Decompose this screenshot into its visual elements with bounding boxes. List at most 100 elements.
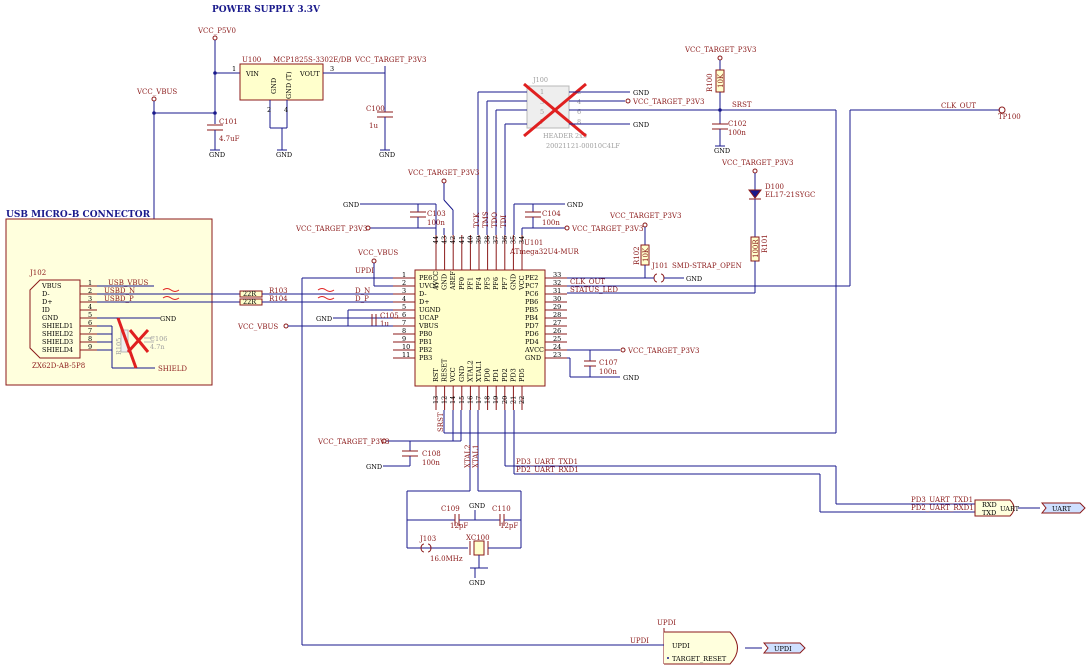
vcc-p5v0-port (212, 35, 218, 41)
r101-value: 100R (752, 239, 760, 258)
updi-port[interactable] (762, 642, 806, 654)
gnd-j100-2: GND (633, 121, 649, 129)
c107-ref: C107 (599, 359, 618, 367)
u101-pin-name: VCC (518, 275, 526, 291)
u101-pin-number: 28 (553, 311, 561, 319)
u101-pin-number: 12 (441, 396, 449, 404)
svg-text:TDI: TDI (500, 215, 508, 228)
r105-ref: R105 (115, 338, 123, 355)
xtal1-label: XTAL1 (472, 445, 480, 468)
svg-text:6: 6 (577, 108, 581, 116)
r104-ref: R104 (269, 295, 288, 303)
vcc-target-c103: VCC_TARGET_P3V3 (295, 225, 367, 233)
svg-text:TMS: TMS (482, 211, 490, 228)
gnd-c104: GND (567, 201, 583, 209)
j102-value: ZX62D-AB-5P8 (32, 362, 85, 370)
u100-regulator (239, 63, 324, 101)
pd3-uart-txd1-label: PD3_UART_TXD1 (516, 458, 578, 466)
uart-harness (974, 499, 1015, 517)
usb-vbus-label: USB_VBUS (108, 279, 148, 287)
d100-value: EL17-21SYGC (765, 191, 815, 199)
u101-pin-number: 20 (501, 396, 509, 404)
j102-pin-name: SHIELD1 (42, 322, 73, 330)
u101-pin-name: PC7 (525, 282, 538, 290)
u101-pin-number: 13 (432, 396, 440, 404)
u101-pin-name: PE6 (419, 274, 432, 282)
u101-pin-number: 42 (449, 236, 457, 244)
r103-ref: R103 (269, 287, 288, 295)
j102-pin-name: D+ (42, 298, 53, 306)
vcc-target-r100: VCC_TARGET_P3V3 (684, 46, 756, 54)
c108-ref: C108 (422, 450, 441, 458)
tp100-testpoint (998, 106, 1006, 114)
j102-pin-name: GND (42, 314, 58, 322)
pd2-uart-rxd1-label: PD2_UART_RXD1 (516, 466, 579, 474)
svg-text:5: 5 (540, 108, 544, 116)
svg-text:3: 3 (330, 65, 334, 73)
u100-value: MCP1825S-3302E/DB (273, 56, 352, 64)
xc100-crystal (473, 540, 485, 556)
svg-text:UPDI: UPDI (774, 645, 792, 653)
r101-ref: R101 (761, 234, 769, 253)
u101-pin-number: 27 (553, 319, 561, 327)
srst-bar-label: SRST (437, 412, 445, 432)
gnd-ugnd: GND (316, 315, 332, 323)
u101-pin-name: PE2 (525, 274, 538, 282)
u101-pin-number: 34 (518, 236, 526, 244)
u101-pin-name: PD6 (525, 330, 539, 338)
u101-microcontroller (414, 269, 546, 387)
u101-pin-name: RST (432, 368, 440, 382)
vcc-vbus-label-mcu: VCC_VBUS (357, 249, 398, 257)
u101-pin-name: PB1 (419, 338, 432, 346)
xc100-value: 16.0MHz (430, 555, 463, 563)
svg-text:1: 1 (232, 65, 236, 73)
svg-text:2: 2 (267, 106, 271, 114)
u101-pin-name: XTAL2 (466, 360, 474, 382)
u101-pin-number: 4 (402, 295, 406, 303)
svg-text:22R: 22R (243, 298, 257, 306)
u101-pin-name: PB5 (525, 306, 538, 314)
j102-pin-name: VBUS (41, 282, 61, 290)
u101-pin-name: GND (441, 274, 449, 290)
u101-pin-name: PC6 (525, 290, 538, 298)
u101-pin-number: 1 (402, 271, 406, 279)
u101-right-pins: 33PE232PC731PC630PB629PB528PB427PD726PD6… (524, 271, 567, 362)
u101-ref: U101 (524, 239, 543, 247)
c107-value: 100n (599, 368, 617, 376)
c104-ref: C104 (542, 210, 561, 218)
u101-pin-number: 41 (458, 236, 466, 244)
r100-ref: R100 (706, 73, 714, 92)
j102-pin-number: 5 (88, 311, 92, 319)
d100-ref: D100 (765, 183, 784, 191)
gnd-u100: GND (276, 151, 292, 159)
u101-pin-name: AREF (449, 271, 457, 291)
svg-text:VOUT: VOUT (299, 70, 320, 78)
uart-port[interactable] (1040, 502, 1086, 514)
u101-pin-number: 38 (484, 236, 492, 244)
j102-pin-number: 7 (88, 327, 92, 335)
u101-pin-name: PB3 (419, 354, 432, 362)
c101-value: 4.7uF (219, 135, 240, 143)
svg-text:1: 1 (540, 88, 544, 96)
clk-out-mcu-label: CLK_OUT (570, 278, 605, 286)
u101-pin-number: 29 (553, 303, 561, 311)
u101-pin-number: 5 (402, 303, 406, 311)
vcc-vbus-label-top: VCC_VBUS (136, 88, 177, 96)
u101-pin-number: 10 (402, 343, 410, 351)
xc100-ref: XC100 (466, 534, 490, 542)
u101-pin-name: PF4 (475, 277, 483, 290)
u101-pin-number: 44 (432, 236, 440, 244)
c101-ref: C101 (219, 118, 238, 126)
u101-pin-number: 8 (402, 327, 406, 335)
pd2-uart-rxd1-end: PD2_UART_RXD1 (911, 504, 974, 512)
j102-pin-name: SHIELD3 (42, 338, 73, 346)
u101-pin-number: 43 (441, 236, 449, 244)
d-p-label: D_P (355, 295, 369, 303)
u101-pin-name: PB4 (525, 314, 538, 322)
u101-pin-number: 19 (492, 396, 500, 404)
u101-pin-name: PD4 (525, 338, 539, 346)
c110-value: 12pF (500, 522, 518, 530)
u101-pin-name: PD5 (518, 368, 526, 382)
c110-ref: C110 (492, 505, 511, 513)
j102-pin-number: 9 (88, 343, 92, 351)
